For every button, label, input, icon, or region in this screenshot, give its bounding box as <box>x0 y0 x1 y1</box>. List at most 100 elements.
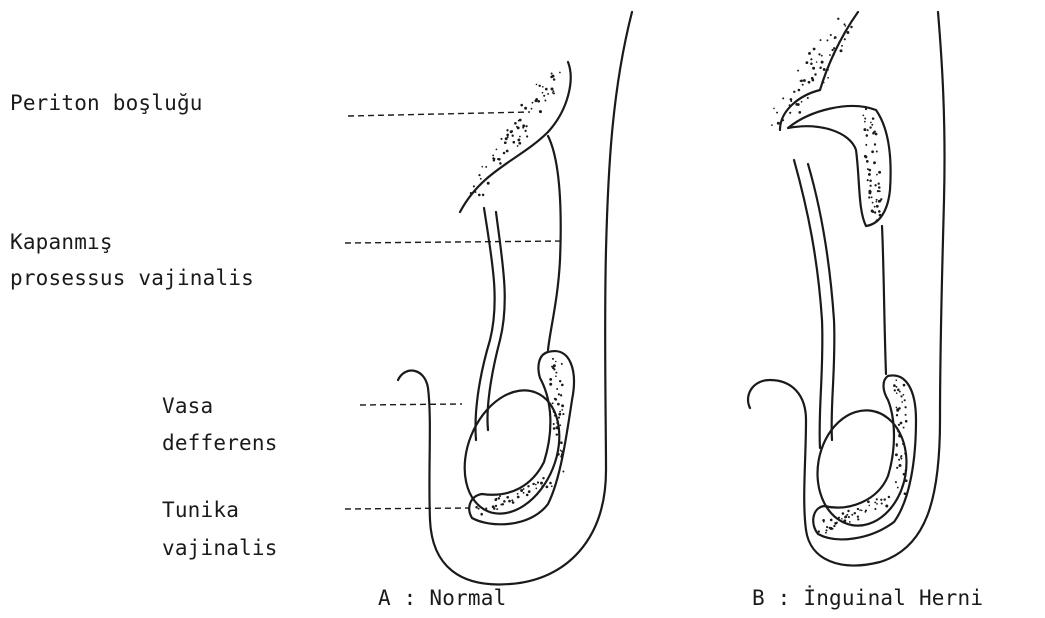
label-tunika-2: vajinalis <box>162 538 278 559</box>
stipple-dot <box>825 529 827 531</box>
stipple-dot <box>876 503 878 505</box>
stipple-dot <box>840 49 843 52</box>
stipple-dot <box>552 90 554 92</box>
stipple-dot <box>867 129 869 131</box>
stipple-dot <box>538 85 540 87</box>
stipple-dot <box>512 141 515 144</box>
stipple-dot <box>500 138 502 140</box>
stipple-dot <box>857 508 859 510</box>
stipple-dot <box>841 45 843 47</box>
stipple-dot <box>871 150 874 153</box>
label-kapanmis-1: Kapanmış <box>10 232 113 253</box>
stipple-dot <box>833 47 835 49</box>
stipple-dot <box>560 394 562 396</box>
stipple-dot <box>874 143 876 145</box>
stipple-dot <box>859 509 861 511</box>
stipple-dot <box>885 505 888 508</box>
stipple-dot <box>808 81 811 84</box>
figure-a-abdominal-wall <box>460 62 571 212</box>
stipple-dot <box>520 104 523 107</box>
stipple-dot <box>823 68 826 71</box>
stipple-dot <box>808 52 811 55</box>
stipple-dot <box>542 86 544 88</box>
stipple-dot <box>841 518 843 520</box>
stipple-dot <box>833 54 835 56</box>
stipple-dot <box>854 512 856 514</box>
stipple-dot <box>555 398 558 401</box>
stipple-dot <box>874 184 876 186</box>
stipple-dot <box>776 112 778 114</box>
stipple-dot <box>899 464 902 467</box>
leader-tunika <box>345 508 470 509</box>
stipple-dot <box>512 501 515 504</box>
label-vasa-1: Vasa <box>162 396 213 417</box>
caption-b: B : İnguinal Herni <box>752 588 983 609</box>
stipple-dot <box>517 145 519 147</box>
stipple-dot <box>848 516 850 518</box>
stipple-dot <box>478 174 480 176</box>
stipple-dot <box>492 154 494 156</box>
stipple-dot <box>503 152 506 155</box>
stipple-dot <box>795 103 798 106</box>
stipple-dot <box>867 179 869 181</box>
stipple-dot <box>863 128 866 131</box>
stipple-dot <box>793 91 795 93</box>
stipple-dot <box>554 415 556 417</box>
stipple-dot <box>903 384 906 387</box>
figure-b-skin <box>748 12 945 565</box>
stipple-dot <box>493 159 495 161</box>
stipple-dot <box>499 495 501 497</box>
stipple-dot <box>789 112 791 114</box>
stipple-dot <box>561 404 564 407</box>
stipple-dot <box>480 513 483 516</box>
stipple-dot <box>868 173 871 176</box>
stipple-dot <box>870 191 872 193</box>
stipple-dot <box>896 407 898 409</box>
stipple-dot <box>552 358 554 360</box>
stipple-dot <box>553 411 555 413</box>
figure-a-testis <box>447 376 577 528</box>
stipple-dot <box>823 82 825 84</box>
stipple-dot <box>559 72 561 74</box>
stipple-dot <box>876 201 878 203</box>
stipple-dot <box>903 427 905 429</box>
stipple-dot <box>888 496 890 498</box>
stipple-dot <box>844 38 846 40</box>
stipple-dot <box>867 168 869 170</box>
stipple-dot <box>546 486 549 489</box>
stipple-dot <box>561 384 564 387</box>
stipple-dot <box>556 427 559 430</box>
stipple-dot <box>542 477 544 479</box>
stipple-dot <box>559 380 561 382</box>
stipple-dot <box>503 500 506 503</box>
stipple-dot <box>545 88 548 91</box>
stipple-dot <box>496 149 498 151</box>
stipple-dot <box>895 379 897 381</box>
stipple-dot <box>874 206 876 208</box>
stipple-dot <box>812 79 815 82</box>
stipple-dot <box>552 92 554 94</box>
stipple-dot <box>551 88 554 91</box>
stipple-dot <box>487 182 490 185</box>
stipple-dot <box>553 423 555 425</box>
stipple-dot <box>496 508 498 510</box>
stipple-dot <box>535 484 537 486</box>
stipple-dot <box>549 378 552 381</box>
stipple-dot <box>896 408 899 411</box>
stipple-dot <box>844 516 846 518</box>
stipple-dot <box>843 519 846 522</box>
stipple-dot <box>857 516 859 518</box>
stipple-dot <box>797 70 799 72</box>
stipple-dot <box>899 493 901 495</box>
stipple-dot <box>810 58 812 60</box>
stipple-dot <box>782 97 784 99</box>
stipple-dot <box>830 519 833 522</box>
stipple-dot <box>872 117 875 120</box>
stipple-dot <box>894 389 896 391</box>
stipple-dot <box>519 136 521 138</box>
stipple-dot <box>506 150 509 153</box>
stipple-dot <box>842 512 845 515</box>
stipple-dot <box>897 389 900 392</box>
stipple-dot <box>533 483 535 485</box>
stipple-dot <box>875 133 878 136</box>
